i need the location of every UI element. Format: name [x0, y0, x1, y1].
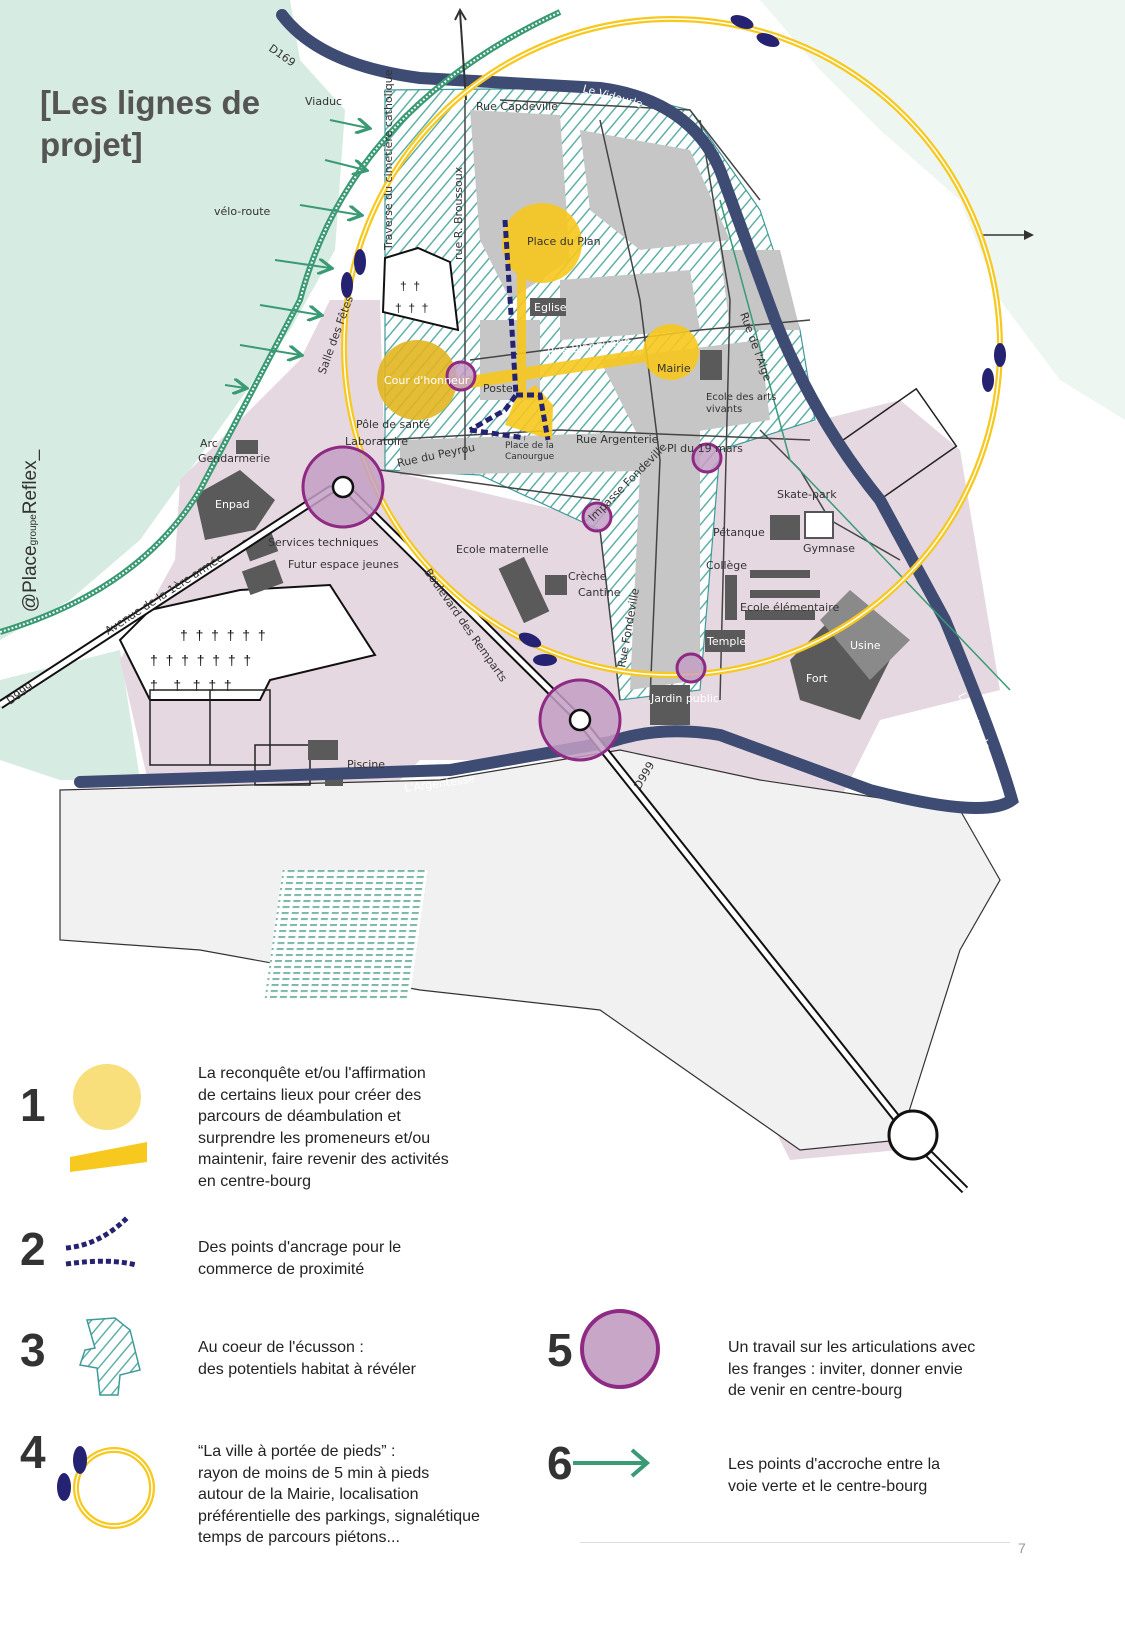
- river-vidourle: [74, 9, 1019, 814]
- label-mairie: Mairie: [657, 362, 691, 375]
- label-place-du-plan: Place du Plan: [527, 235, 601, 248]
- streets: [379, 99, 901, 701]
- label-enpad: Enpad: [215, 498, 250, 511]
- label-place-canourgue: Place de la Canourgue: [505, 441, 555, 462]
- cemetery: † † † † † † † † † † † † † † † † † † † † …: [118, 246, 460, 701]
- hatched-field: [264, 870, 428, 1000]
- label-ecole-elementaire: Ecole élémentaire: [740, 601, 839, 614]
- svg-text:† † †: † † †: [395, 301, 428, 315]
- label-laboratoire: Laboratoire: [345, 435, 408, 448]
- label-cour-honneur: Cour d'honneur: [384, 374, 470, 387]
- legend-icon-2-dashed-lines: [65, 1215, 137, 1268]
- legend-number-5: 5: [547, 1324, 573, 1376]
- label-college: Collège: [706, 559, 747, 572]
- label-gymnase: Gymnase: [803, 542, 855, 555]
- label-fort: Fort: [806, 672, 828, 685]
- label-pole-sante: Pôle de santé: [356, 418, 430, 431]
- legend-icon-6-green-arrow: [573, 1448, 651, 1478]
- watermark: @PlacegroupeReflex_: [20, 449, 42, 613]
- label-rue-broussoux: rue R. Broussoux: [452, 166, 465, 260]
- footsteps-icon: [341, 15, 1006, 666]
- legend-number-3: 3: [20, 1324, 46, 1376]
- green-area: [0, 0, 345, 640]
- label-rue-capdeville: Rue Capdeville: [476, 100, 558, 113]
- label-services-techniques: Services techniques: [268, 536, 379, 549]
- label-pl-19-mars: Pl du 19 mars: [667, 442, 743, 455]
- link-arrows: [224, 120, 368, 388]
- legend-icon-1-yellow-place: [70, 1064, 147, 1172]
- project-places: [377, 203, 699, 440]
- svg-text:† †: † †: [400, 279, 420, 293]
- label-eglise: Eglise: [534, 301, 567, 314]
- label-gendarmerie: Gendarmerie: [198, 452, 270, 465]
- label-poste: Poste: [483, 382, 513, 395]
- legend-number-4: 4: [20, 1426, 46, 1478]
- label-creche: Crèche: [568, 570, 607, 583]
- velo-route: [0, 9, 562, 635]
- legend-text-2: Des points d'ancrage pour le commerce de…: [198, 1239, 402, 1278]
- legend-text-4: “La ville à portée de pieds” : rayon de …: [198, 1443, 480, 1546]
- green-area: [760, 0, 1125, 420]
- page-number: 7: [1018, 1540, 1026, 1556]
- south-district: [59, 749, 1001, 1151]
- label-futur-espace: Futur espace jeunes: [288, 558, 399, 571]
- green-area: [0, 650, 140, 780]
- legend-text-1: La reconquête et/ou l'affirmation de cer…: [198, 1065, 449, 1190]
- label-cantine: Cantine: [578, 586, 621, 599]
- legend-number-1: 1: [20, 1079, 46, 1131]
- label-temple: Temple: [706, 635, 746, 648]
- legend-icon-5-purple-circle: [580, 1309, 660, 1389]
- label-ecole-arts: Ecole des arts vivants: [706, 392, 777, 415]
- commerce-dashed-path: [468, 219, 551, 441]
- svg-text:† † † † † † †: † † † † † † †: [150, 652, 251, 668]
- footer-divider: [580, 1542, 1010, 1543]
- svg-text:† † † † † †: † † † † † †: [180, 627, 266, 643]
- public-buildings: [195, 298, 910, 786]
- legend-number-2: 2: [20, 1223, 46, 1275]
- label-usine: Usine: [850, 639, 881, 652]
- legend-icon-3-hatched-shape: [79, 1317, 141, 1396]
- roundabouts: [331, 475, 939, 1161]
- label-velo-route: vélo-route: [214, 205, 271, 218]
- label-skate-park: Skate-park: [777, 488, 837, 501]
- label-jardin-public: Jardin public: [650, 692, 719, 705]
- legend-text-6: Les points d'accroche entre la voie vert…: [728, 1456, 941, 1495]
- label-petanque: Pétanque: [713, 526, 765, 539]
- legend-number-6: 6: [547, 1437, 573, 1489]
- label-piscine: Piscine: [347, 758, 385, 771]
- label-traverse: Traverse du cimetière catholique: [382, 69, 395, 251]
- label-arc: Arc: [200, 437, 218, 450]
- legend-text-3: Au coeur de l'écusson : des potentiels h…: [198, 1339, 416, 1378]
- legend-text-5: Un travail sur les articulations avec le…: [728, 1339, 976, 1399]
- label-viaduc: Viaduc: [305, 95, 342, 108]
- legend-icon-4-footsteps-ring: [57, 1446, 155, 1529]
- label-rue-argenterie: Rue Argenterie: [576, 433, 659, 446]
- page-title: [Les lignes de projet]: [40, 84, 261, 163]
- label-ecole-maternelle: Ecole maternelle: [456, 543, 549, 556]
- svg-text:† † † † †: † † † † †: [150, 677, 232, 693]
